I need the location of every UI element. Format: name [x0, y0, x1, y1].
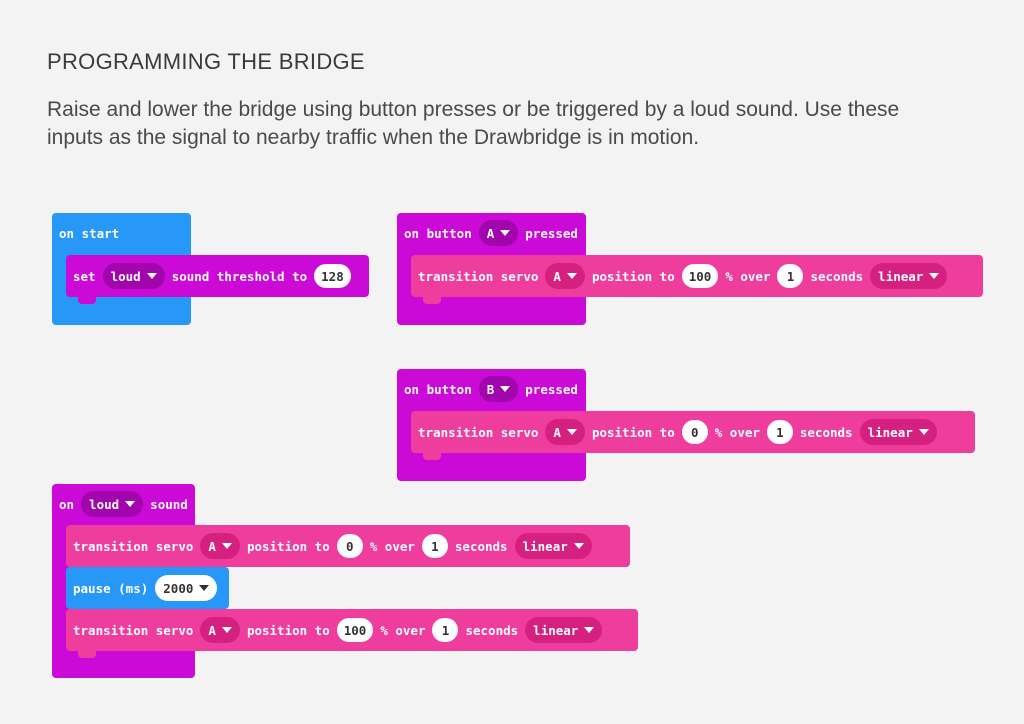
servo-value: A: [208, 622, 216, 638]
chevron-down-icon: [573, 543, 584, 549]
chevron-down-icon: [221, 627, 232, 633]
chevron-down-icon: [566, 273, 577, 279]
seconds-label: seconds: [810, 268, 864, 284]
easing-value: linear: [878, 268, 924, 284]
chevron-down-icon: [566, 429, 577, 435]
transition-servo-label: transition servo: [73, 622, 194, 638]
position-input[interactable]: 100: [681, 264, 719, 288]
sound-level-dropdown[interactable]: loud: [81, 491, 144, 517]
threshold-label: sound threshold to: [171, 268, 308, 284]
position-input[interactable]: 0: [681, 420, 708, 444]
set-label: set: [73, 268, 96, 284]
over-label: % over: [380, 622, 426, 638]
chevron-down-icon: [199, 585, 210, 591]
easing-dropdown[interactable]: linear: [525, 617, 603, 643]
chevron-down-icon: [584, 627, 595, 633]
on-button-b-header: on button B pressed: [404, 369, 578, 409]
servo-dropdown[interactable]: A: [545, 263, 585, 289]
pressed-label: pressed: [525, 225, 578, 241]
pause-label: pause (ms): [73, 580, 149, 596]
on-start-header: on start: [59, 225, 120, 241]
transition-servo-label: transition servo: [73, 538, 194, 554]
page-description: Raise and lower the bridge using button …: [47, 98, 900, 149]
transition-servo-label: transition servo: [418, 268, 539, 284]
sound-label: sound: [150, 496, 188, 512]
sound-level-dropdown[interactable]: loud: [102, 263, 165, 289]
servo-value: A: [553, 424, 561, 440]
servo-dropdown[interactable]: A: [545, 419, 585, 445]
servo-dropdown[interactable]: A: [200, 533, 240, 559]
transition-servo-label: transition servo: [418, 424, 539, 440]
easing-dropdown[interactable]: linear: [514, 533, 592, 559]
transition-servo-block[interactable]: transition servo A position to 100 % ove…: [66, 609, 638, 658]
seconds-input[interactable]: 1: [432, 618, 459, 642]
position-label: position to: [246, 622, 330, 638]
on-sound-header: on loud sound: [59, 484, 188, 524]
easing-value: linear: [522, 538, 568, 554]
easing-dropdown[interactable]: linear: [859, 419, 937, 445]
chevron-down-icon: [500, 386, 511, 392]
sound-level-value: loud: [89, 496, 120, 512]
on-button-a-header: on button A pressed: [404, 213, 578, 253]
easing-dropdown[interactable]: linear: [870, 263, 948, 289]
chevron-down-icon: [929, 273, 940, 279]
button-dropdown[interactable]: A: [478, 220, 519, 246]
chevron-down-icon: [146, 273, 157, 279]
on-label: on: [59, 496, 75, 512]
seconds-input[interactable]: 1: [777, 264, 804, 288]
on-button-label: on button: [404, 381, 472, 397]
pause-duration-value: 2000: [163, 580, 194, 596]
seconds-label: seconds: [454, 538, 508, 554]
position-label: position to: [591, 424, 675, 440]
threshold-value-input[interactable]: 128: [314, 264, 351, 288]
transition-servo-block[interactable]: transition servo A position to 0 % over …: [411, 411, 975, 460]
easing-value: linear: [533, 622, 579, 638]
servo-dropdown[interactable]: A: [200, 617, 240, 643]
over-label: % over: [725, 268, 771, 284]
pause-duration-dropdown[interactable]: 2000: [155, 575, 218, 601]
servo-value: A: [553, 268, 561, 284]
seconds-input[interactable]: 1: [766, 420, 793, 444]
button-dropdown[interactable]: B: [478, 376, 519, 402]
pause-block[interactable]: pause (ms) 2000: [66, 567, 229, 616]
easing-value: linear: [867, 424, 913, 440]
position-label: position to: [246, 538, 330, 554]
page-title: PROGRAMMING THE BRIDGE: [47, 49, 365, 74]
set-sound-threshold-block[interactable]: set loud sound threshold to 128: [66, 255, 369, 304]
chevron-down-icon: [221, 543, 232, 549]
pressed-label: pressed: [525, 381, 578, 397]
over-label: % over: [714, 424, 760, 440]
over-label: % over: [369, 538, 415, 554]
transition-servo-block[interactable]: transition servo A position to 100 % ove…: [411, 255, 983, 304]
seconds-input[interactable]: 1: [421, 534, 448, 558]
button-value: B: [486, 381, 495, 397]
transition-servo-block[interactable]: transition servo A position to 0 % over …: [66, 525, 630, 574]
sound-level-value: loud: [110, 268, 141, 284]
chevron-down-icon: [125, 501, 136, 507]
button-value: A: [486, 225, 495, 241]
seconds-label: seconds: [465, 622, 519, 638]
on-button-label: on button: [404, 225, 472, 241]
servo-value: A: [208, 538, 216, 554]
position-input[interactable]: 0: [336, 534, 363, 558]
position-input[interactable]: 100: [336, 618, 374, 642]
seconds-label: seconds: [799, 424, 853, 440]
chevron-down-icon: [500, 230, 511, 236]
position-label: position to: [591, 268, 675, 284]
chevron-down-icon: [918, 429, 929, 435]
